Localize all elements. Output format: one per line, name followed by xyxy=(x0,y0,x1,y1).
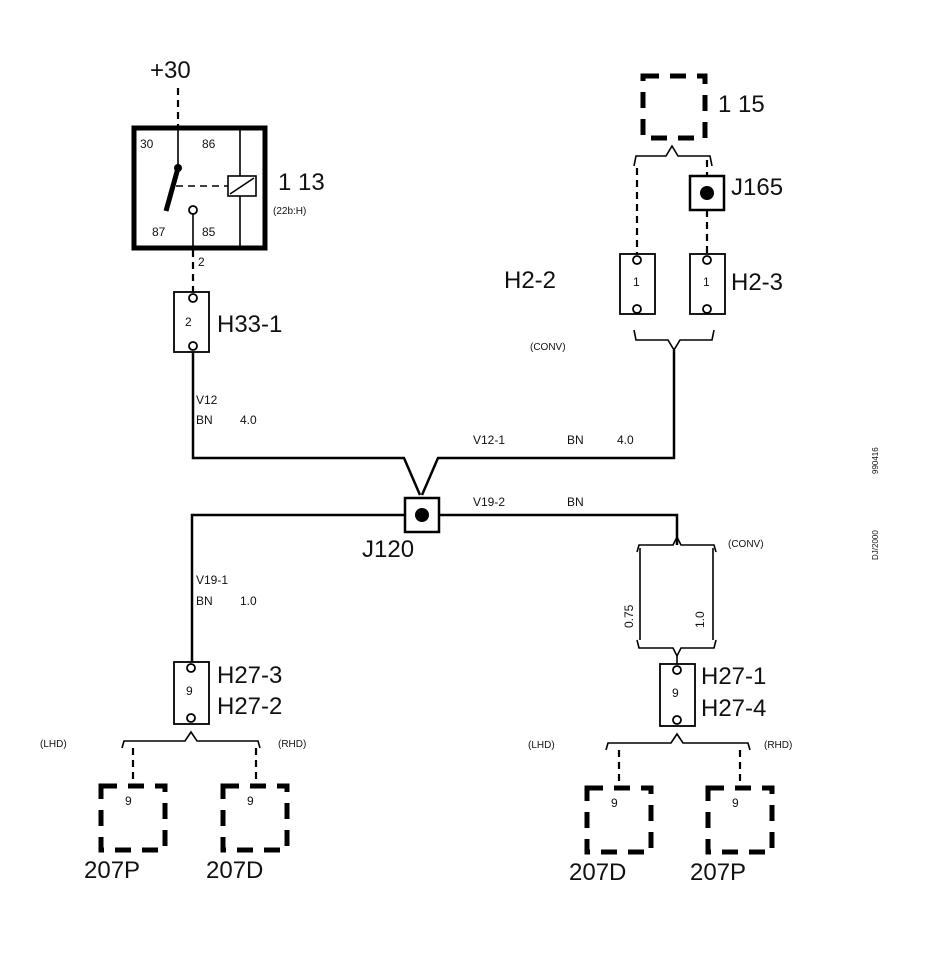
relay-contact-87 xyxy=(188,205,198,215)
v12-color: BN xyxy=(196,413,213,427)
right-rhd-label: (RHD) xyxy=(764,740,792,751)
h2-2-label: H2-2 xyxy=(504,267,556,294)
j120-label: J120 xyxy=(362,536,414,563)
bracket-1-15 xyxy=(633,144,713,167)
v12-size: 4.0 xyxy=(240,413,257,427)
relay-pin-87: 87 xyxy=(152,225,166,239)
h2-variant-label: (CONV) xyxy=(530,342,566,353)
device-207d-left-pin: 9 xyxy=(247,794,254,808)
bracket-left-variants xyxy=(121,730,261,749)
device-207p-left xyxy=(98,783,168,853)
device-207d-left xyxy=(220,783,290,853)
h2-3-pin-top xyxy=(702,255,712,265)
j120-dot xyxy=(415,508,429,522)
device-207d-left-label: 207D xyxy=(206,857,263,884)
h27-left-pin-number: 9 xyxy=(186,684,193,698)
h27-left-pin-bottom xyxy=(186,713,196,723)
h2-2-pin-bottom xyxy=(632,304,642,314)
j165-dot xyxy=(700,186,714,200)
h27-right-label-2: H27-4 xyxy=(701,695,766,722)
relay-pin-86: 86 xyxy=(202,137,216,151)
h2-3-pin-number: 1 xyxy=(703,275,710,289)
bracket-right-variants xyxy=(605,732,751,751)
v12-1-name: V12-1 xyxy=(473,433,505,447)
left-rhd-label: (RHD) xyxy=(278,739,306,750)
device-207p-left-pin: 9 xyxy=(125,794,132,808)
left-lhd-label: (LHD) xyxy=(40,739,67,750)
h2-3-connector xyxy=(689,253,726,315)
supply-label: +30 xyxy=(150,57,191,84)
h27-left-label-2: H27-2 xyxy=(217,693,282,720)
h33-1-pin-number: 2 xyxy=(185,315,192,329)
device-207p-left-label: 207P xyxy=(84,857,140,884)
device-207d-right xyxy=(584,785,654,855)
v12-1-color: BN xyxy=(567,433,584,447)
v19-2-variant-label: (CONV) xyxy=(728,539,764,550)
h2-2-pin-number: 1 xyxy=(633,275,640,289)
bracket-h2 xyxy=(633,329,715,352)
right-lhd-label: (LHD) xyxy=(528,740,555,751)
v19-2-color: BN xyxy=(567,495,584,509)
v12-1-size: 4.0 xyxy=(617,433,634,447)
h33-1-pin-top xyxy=(188,293,198,303)
v12-name: V12 xyxy=(196,393,218,407)
h27-right-pin-number: 9 xyxy=(672,686,679,700)
v12-wire xyxy=(191,352,422,496)
relay-switch-arm xyxy=(163,167,181,212)
relay-pin-30: 30 xyxy=(140,137,154,151)
h27-left-pin-top xyxy=(186,663,196,673)
v19-2-name: V19-2 xyxy=(473,495,505,509)
device-207d-right-pin: 9 xyxy=(611,796,618,810)
v19-1-wire xyxy=(190,513,405,664)
j165-label: J165 xyxy=(731,174,783,201)
relay-label: 1 13 xyxy=(278,169,325,196)
alt-size-a: 0.75 xyxy=(622,604,636,628)
relay-output-pin: 2 xyxy=(198,255,205,269)
device-207p-right-pin: 9 xyxy=(732,796,739,810)
side-code-1: 990416 xyxy=(871,447,880,474)
v19-1-size: 1.0 xyxy=(240,594,257,608)
h33-1-pin-bottom xyxy=(188,341,198,351)
bracket-v19-2-bottom xyxy=(636,639,717,658)
v12-1-wire xyxy=(420,350,676,496)
h27-right-label-1: H27-1 xyxy=(701,663,766,690)
relay-pin-85: 85 xyxy=(202,225,216,239)
h27-right-pin-top xyxy=(672,665,682,675)
h27-left-label-1: H27-3 xyxy=(217,662,282,689)
v19-2-wire xyxy=(439,513,679,545)
alt-size-b: 1.0 xyxy=(693,611,707,628)
v19-1-color: BN xyxy=(196,594,213,608)
relay-box xyxy=(131,125,268,251)
relay-coil-slash xyxy=(229,177,255,195)
h27-right-pin-bottom xyxy=(672,715,682,725)
component-1-15 xyxy=(640,73,708,141)
side-code-2: DJ/2000 xyxy=(871,530,880,560)
h2-3-label: H2-3 xyxy=(731,269,783,296)
device-207p-right xyxy=(705,785,775,855)
v19-1-name: V19-1 xyxy=(196,573,228,587)
h2-2-pin-top xyxy=(632,255,642,265)
component-1-15-label: 1 15 xyxy=(718,91,765,118)
device-207d-right-label: 207D xyxy=(569,859,626,886)
h33-1-label: H33-1 xyxy=(217,311,282,338)
device-207p-right-label: 207P xyxy=(690,859,746,886)
h2-3-pin-bottom xyxy=(702,304,712,314)
bracket-v19-2 xyxy=(636,535,717,553)
relay-ref: (22b:H) xyxy=(273,206,306,217)
